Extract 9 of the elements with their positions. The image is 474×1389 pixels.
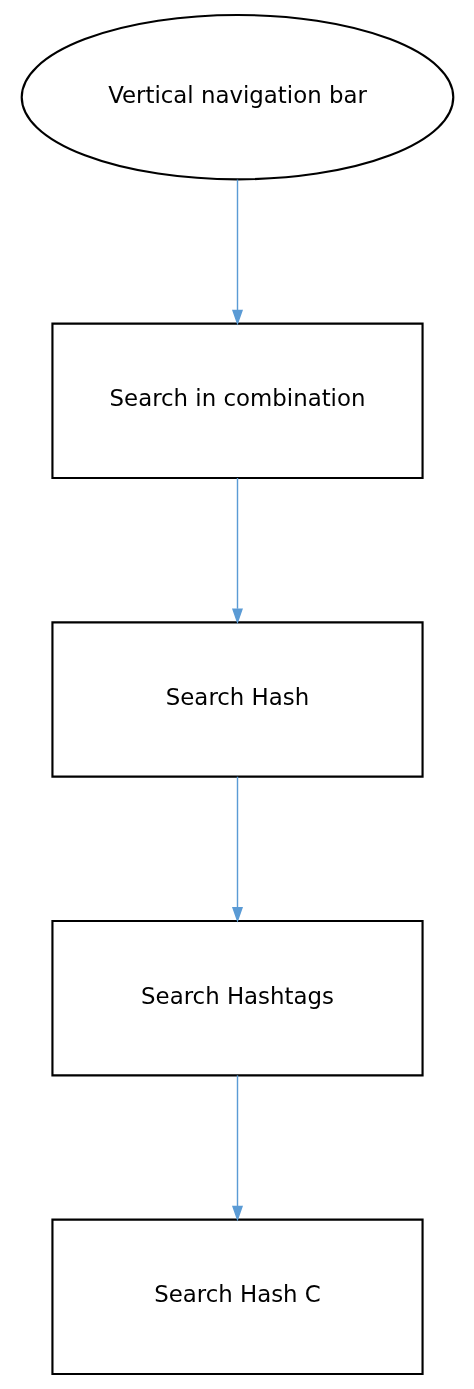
arrow (231, 1074, 243, 1222)
node-box: Search Hash C (50, 1218, 424, 1376)
arrow (231, 477, 243, 625)
arrow (231, 776, 243, 923)
arrow (231, 178, 243, 326)
node-box: Search Hashtags (50, 919, 424, 1077)
node-box: Search Hash (50, 621, 424, 778)
node-ellipse: Vertical navigation bar (20, 13, 454, 181)
node-box: Search in combination (50, 322, 424, 480)
